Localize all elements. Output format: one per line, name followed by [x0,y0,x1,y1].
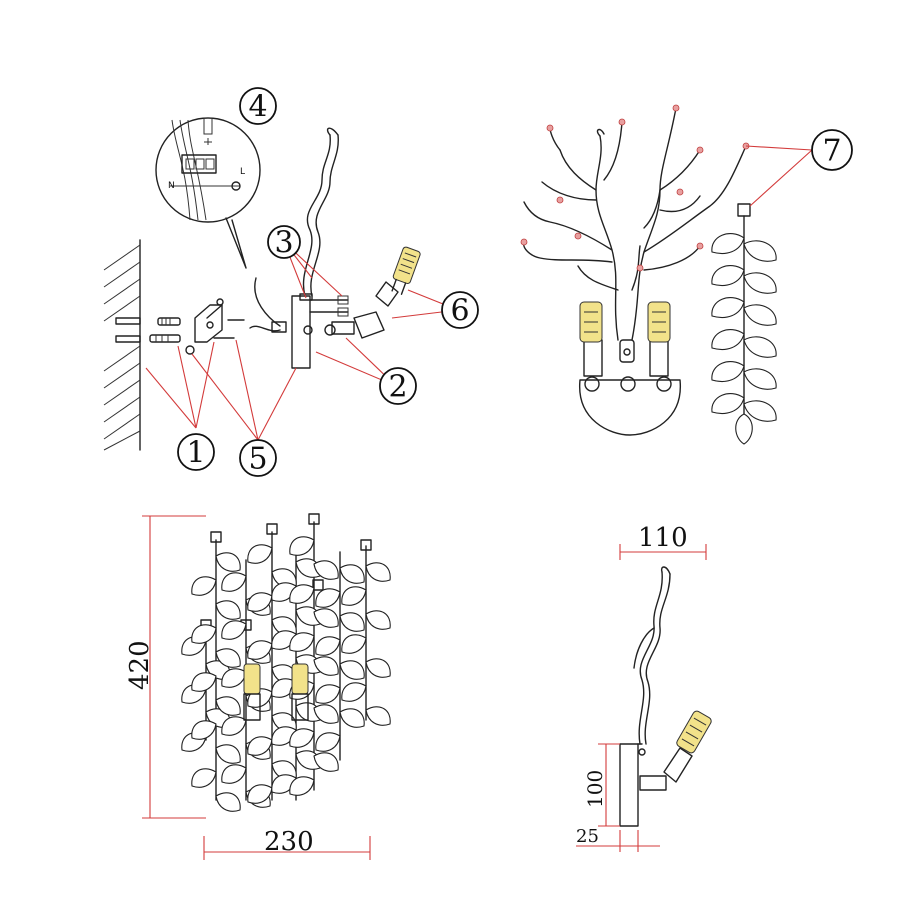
leaf-shape [247,544,273,564]
mounting-bracket [194,298,245,343]
dim-width-230: 230 [203,827,371,860]
dim-depth-110: 110 [619,523,707,560]
leaf-shape [313,608,339,628]
svg-text:2: 2 [388,370,407,405]
leaf-shape [315,588,341,608]
svg-text:5: 5 [248,442,267,477]
leaf-shape [313,656,339,676]
leaf-shape [247,784,273,804]
dim-base-100: 100 [583,743,620,827]
leaf-shape [215,696,241,716]
leaf-shape [315,732,341,752]
lamp-holder-arm [331,281,399,339]
leaf-shape [221,572,247,592]
leaf-shape [289,584,315,604]
leaf-shape [247,592,273,612]
callout-7: 7 [811,129,853,171]
dim-height-420: 420 [125,515,206,819]
front-view-frame: 7 [520,104,853,445]
leaf-shape [215,552,241,572]
leaf-shape [365,706,391,726]
wall-section [103,239,141,451]
leaf-garland [711,203,777,445]
exploded-view: N L 1 5 3 [103,87,479,477]
coral-branch-side [302,127,339,297]
callout-6: 6 [441,291,479,329]
svg-text:4: 4 [248,90,267,125]
leaf-shape [365,658,391,678]
leaf-shape [365,562,391,582]
dim-base-25: 25 [576,826,660,852]
leaf-shape [289,776,315,796]
leaf-shape [313,752,339,772]
leaf-shape [313,560,339,580]
leaf-shape [289,632,315,652]
leaf-shape [341,634,367,654]
callout-3: 3 [267,225,301,261]
leaf-shape [221,620,247,640]
leaf-shape [341,586,367,606]
callout-1: 1 [177,433,215,471]
leaf-shape [221,764,247,784]
leaf-shape [191,624,217,644]
leaf-shape [215,648,241,668]
g9-bulb [391,246,421,295]
leaf-shape [191,576,217,596]
neutral-label: N [168,181,175,191]
leaf-shape [289,536,315,556]
leaf-shape [191,768,217,788]
leaf-shape [215,600,241,620]
leaf-shape [215,792,241,812]
svg-text:420: 420 [125,640,155,690]
supply-wires [249,277,287,333]
leaf-shape [289,728,315,748]
wall-plugs [149,317,195,355]
leaf-shape [215,744,241,764]
leaf-shape [191,720,217,740]
leaf-shape [315,684,341,704]
callout-5: 5 [239,439,277,477]
fixture-backplate [291,293,349,369]
leaf-shape [247,736,273,756]
leaf-shape [221,716,247,736]
leaf-shape [313,704,339,724]
leaf-shape [191,672,217,692]
side-view: 110 100 25 [576,523,712,852]
svg-text:230: 230 [264,827,314,857]
svg-text:110: 110 [638,523,688,553]
callout-2: 2 [379,367,417,405]
svg-text:6: 6 [450,294,469,329]
assembled-leaves [181,536,391,812]
leaf-shape [365,610,391,630]
leaf-shape [339,660,365,680]
svg-text:100: 100 [583,770,607,808]
leaf-shape [315,636,341,656]
leaf-shape [339,564,365,584]
callout-4: 4 [239,87,277,125]
svg-text:3: 3 [274,226,293,261]
coral-branches [523,107,747,341]
svg-text:7: 7 [822,134,841,169]
svg-text:25: 25 [576,826,599,847]
assembled-front-view: 420 230 [125,513,391,860]
svg-text:1: 1 [186,436,205,471]
leaf-shape [221,668,247,688]
wiring-detail: N L [155,117,261,269]
leaf-shape [339,612,365,632]
live-label: L [240,167,245,177]
leaf-shape [339,708,365,728]
leaf-shape [341,682,367,702]
leaf-shape [247,640,273,660]
